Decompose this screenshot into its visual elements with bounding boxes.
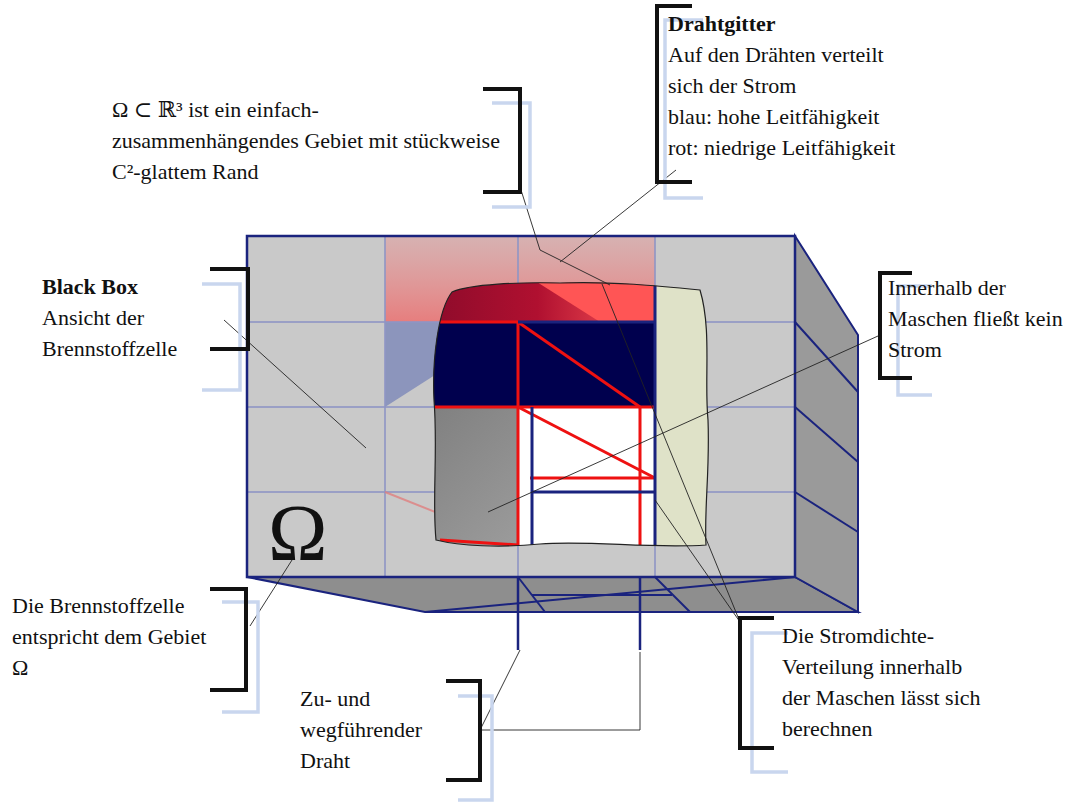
callout-text: Zu- und wegführender Draht [300, 683, 445, 776]
note-text: blau: hohe Leitfähigkeit [668, 101, 998, 132]
cutout-edge [434, 283, 709, 547]
callout-text: Innerhalb der Maschen fließt kein Strom [888, 272, 1070, 365]
front-outline [247, 236, 795, 577]
callout-text: Die Brennstoffzelle entspricht dem Gebie… [12, 590, 208, 683]
callout-text: Ω ⊂ ℝ³ ist ein einfach- zusammenhängende… [112, 94, 507, 187]
front-face [247, 236, 795, 577]
right-face [795, 236, 858, 612]
front-grid [247, 236, 795, 577]
red-veil [385, 236, 655, 322]
leader-lines [224, 170, 878, 730]
note-text: Auf den Drähten verteilt sich der Strom [668, 39, 923, 101]
heading: Drahtgitter [668, 8, 988, 39]
domain-symbol: Ω [268, 488, 388, 578]
cutout-view [420, 270, 725, 560]
supply-wires [518, 577, 640, 650]
callout-text: Die Stromdichte- Verteilung innerhalb de… [782, 620, 990, 744]
callout-text: Ansicht der Brennstoffzelle [42, 302, 210, 364]
heading: Black Box [42, 271, 212, 302]
note-text: rot: niedrige Leitfähigkeit [668, 132, 998, 163]
bottom-face [247, 577, 858, 612]
